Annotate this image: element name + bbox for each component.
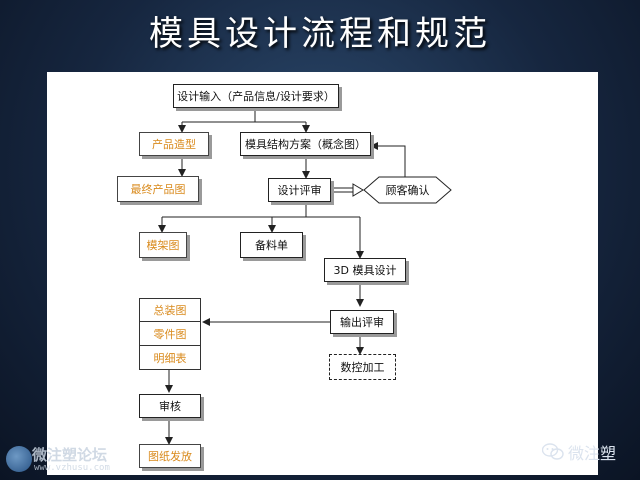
node-material-list: 备料单 bbox=[240, 232, 303, 258]
connector-customer-loop bbox=[370, 142, 406, 177]
node-design-review: 设计评审 bbox=[268, 178, 331, 202]
node-detail-list: 明细表 bbox=[139, 345, 201, 370]
node-drawing-release: 图纸发放 bbox=[139, 444, 201, 468]
node-parts-drawing: 零件图 bbox=[139, 321, 201, 346]
watermark-forum-name: 微注塑论坛 bbox=[32, 446, 108, 464]
customer-confirm-hexagon bbox=[363, 176, 452, 204]
flowchart-connectors bbox=[158, 108, 452, 445]
node-final-product-drawing: 最终产品图 bbox=[117, 176, 199, 202]
watermark-wechat: 微注塑 bbox=[542, 440, 616, 464]
node-audit: 审核 bbox=[139, 394, 201, 418]
watermark-wechat-name: 微注塑 bbox=[568, 444, 617, 463]
node-product-modeling: 产品造型 bbox=[139, 132, 209, 156]
node-mold-structure-plan: 模具结构方案（概念图） bbox=[240, 132, 371, 156]
wechat-icon bbox=[542, 443, 564, 460]
node-output-review: 输出评审 bbox=[330, 310, 394, 334]
flowchart-panel: 设计输入（产品信息/设计要求） 产品造型 模具结构方案（概念图） 最终产品图 设… bbox=[47, 72, 598, 475]
watermark-forum: 微注塑论坛 www.vzhusu.com bbox=[6, 440, 126, 476]
node-3d-mold-design: 3D 模具设计 bbox=[324, 258, 406, 282]
node-design-input: 设计输入（产品信息/设计要求） bbox=[173, 84, 339, 108]
forum-logo-icon bbox=[6, 446, 32, 472]
node-cnc-machining: 数控加工 bbox=[329, 354, 396, 380]
node-assembly-drawing: 总装图 bbox=[139, 298, 201, 322]
page-title: 模具设计流程和规范 bbox=[149, 14, 491, 54]
node-mold-frame-drawing: 模架图 bbox=[139, 232, 187, 258]
connector-review-customer-arrow bbox=[352, 183, 364, 197]
node-customer-confirm: 顾客确认 bbox=[385, 184, 430, 197]
watermark-forum-url: www.vzhusu.com bbox=[34, 463, 110, 473]
